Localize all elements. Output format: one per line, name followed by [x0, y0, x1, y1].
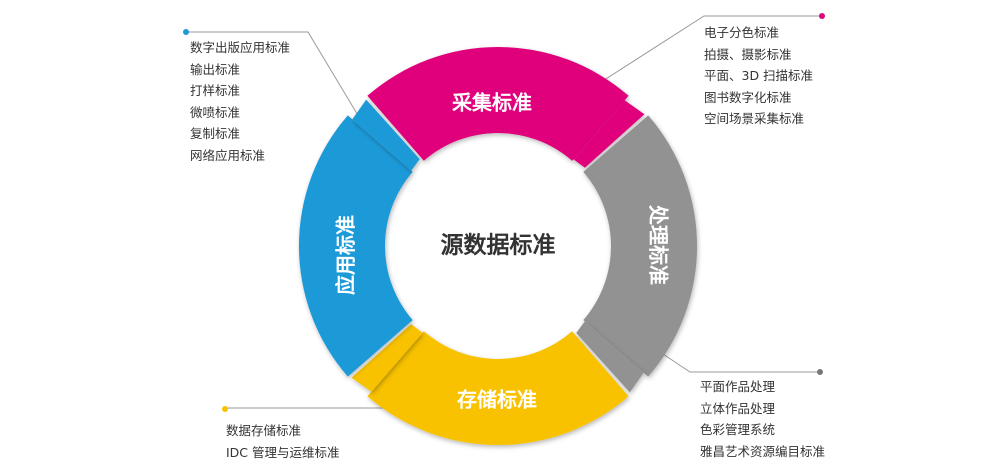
connector-dot-top-right: [819, 13, 825, 19]
connector-top-left: [188, 31, 363, 123]
list-item: 空间场景采集标准: [704, 111, 805, 127]
list-top-left: 数字出版应用标准 输出标准 打样标准 微喷标准 复制标准 网络应用标准: [190, 37, 290, 167]
segment-label-right: 处理标准: [647, 204, 671, 285]
segment-left: [298, 115, 413, 377]
segment-bottom-fold: [351, 324, 423, 392]
segment-label-bottom: 存储标准: [457, 388, 537, 412]
segment-right: [583, 115, 698, 377]
segment-bottom: [367, 331, 629, 446]
list-top-right: 电子分色标准 拍摄、摄影标准 平面、3D 扫描标准 图书数字化标准 空间场景采集…: [704, 22, 813, 130]
connector-dot-bottom-right: [817, 369, 823, 375]
list-item: 平面作品处理: [700, 379, 776, 394]
list-item: 平面、3D 扫描标准: [704, 68, 814, 84]
list-item: 打样标准: [190, 83, 241, 99]
segment-left-fold: [352, 99, 420, 171]
list-item: 立体作品处理: [700, 400, 776, 416]
segment-top-fold: [573, 100, 645, 168]
segment-label-top: 采集标准: [452, 91, 532, 115]
center-title: 源数据标准: [441, 233, 556, 259]
connector-lines: [188, 15, 820, 409]
connector-top-right: [597, 15, 820, 85]
list-bottom-left: 数据存储标准 IDC 管理与运维标准: [226, 420, 340, 463]
connector-dots: [183, 13, 825, 412]
list-item: 复制标准: [190, 126, 241, 142]
connector-dot-bottom-left: [222, 406, 228, 412]
list-item: 色彩管理系统: [700, 422, 776, 438]
ring-segments: [298, 46, 698, 446]
list-bottom-right: 平面作品处理 立体作品处理 色彩管理系统 雅昌艺术资源编目标准: [700, 376, 825, 462]
segment-top: [367, 46, 629, 161]
list-item: IDC 管理与运维标准: [226, 444, 340, 460]
list-item: 输出标准: [190, 61, 241, 77]
list-item: 网络应用标准: [190, 147, 266, 163]
list-item: 拍摄、摄影标准: [704, 46, 792, 62]
list-item: 雅昌艺术资源编目标准: [700, 443, 826, 459]
list-item: 电子分色标准: [704, 25, 780, 40]
list-item: 数字出版应用标准: [190, 40, 291, 55]
connector-bottom-right: [659, 351, 820, 373]
segment-right-fold: [576, 321, 644, 393]
list-item: 微喷标准: [190, 104, 241, 120]
list-item: 图书数字化标准: [704, 89, 792, 105]
list-item: 数据存储标准: [226, 423, 302, 438]
segment-label-left: 应用标准: [334, 215, 358, 295]
connector-dot-top-left: [183, 29, 189, 35]
